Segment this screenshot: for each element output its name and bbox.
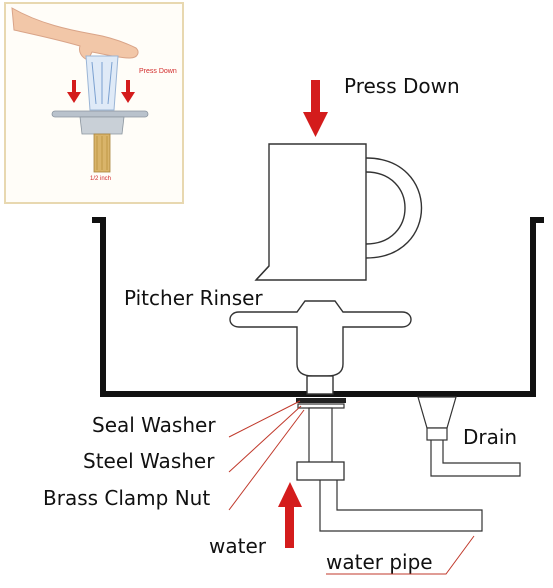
drain-assembly [417,396,521,477]
inset-rinser-body [79,116,125,135]
steel-washer-label: Steel Washer [83,449,215,473]
inset-photo: Press Down 1/2 inch [4,2,184,204]
press-down-arrow [303,80,328,137]
press-down-label: Press Down [344,74,460,98]
mounting-hardware [296,398,346,481]
inset-rinser-bar [51,110,149,118]
pitcher-rinser-label: Pitcher Rinser [124,286,263,310]
inset-press-label: Press Down [139,68,177,75]
brass-clamp-nut-label: Brass Clamp Nut [43,486,210,510]
water-up-arrow [278,482,302,548]
water-pipe-label: water pipe [326,550,433,574]
drain-label: Drain [463,425,517,449]
water-pipe-line [319,480,483,532]
steel-washer-shape [297,403,345,409]
seal-washer-label: Seal Washer [92,413,216,437]
inset-arrow-right [121,80,135,103]
brass-clamp-nut-shape [296,461,345,481]
water-label: water [209,534,267,558]
seal-washer-shape [296,398,346,403]
inset-size-label: 1/2 inch [90,176,111,182]
pitcher-rinser [229,300,412,395]
inset-arrow-left [67,80,81,103]
hand-illustration [11,7,139,61]
pitcher-illustration [254,143,423,281]
threaded-shank [308,407,333,467]
